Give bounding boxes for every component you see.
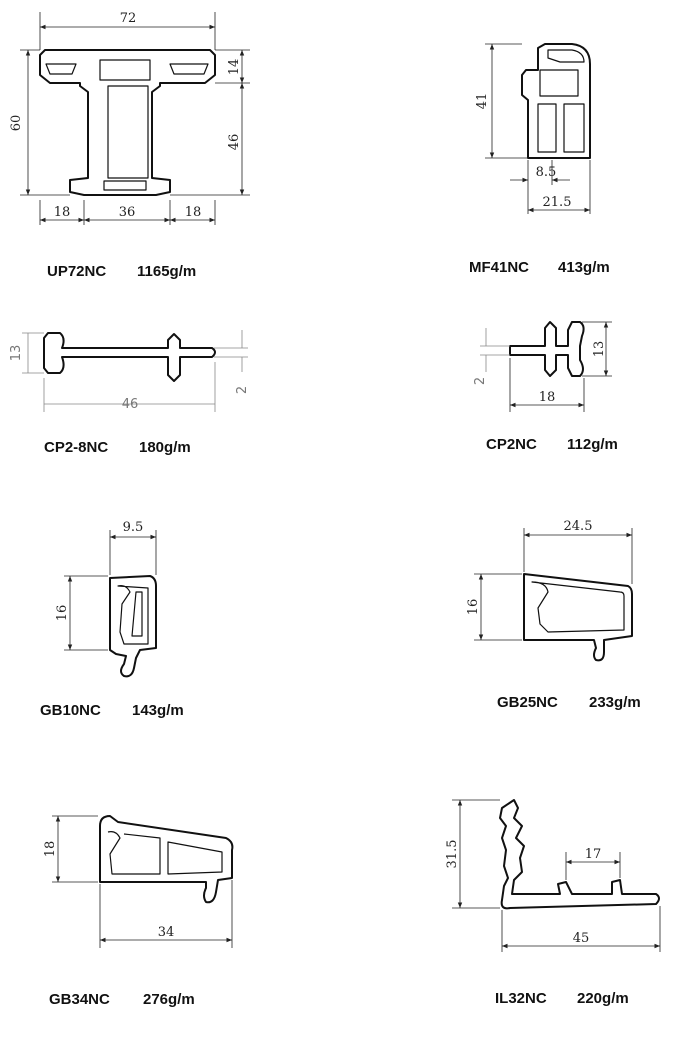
dim-left: 18 [54, 205, 71, 220]
profile-gb25nc-drawing [523, 573, 633, 662]
profile-up72nc-dimensions: 72 14 60 46 18 36 18 [9, 11, 250, 225]
dim-flange: 14 [227, 59, 242, 76]
profile-weight: 220g/m [577, 990, 629, 1007]
profile-il32nc-drawing [499, 799, 660, 910]
profile-cp2-8nc: 13 46 2 CP2-8NC 180g/m [9, 330, 250, 456]
profile-gb34nc-dimensions: 18 34 [43, 815, 233, 948]
profile-code: GB10NC [40, 702, 101, 719]
dim-width: 72 [120, 11, 137, 26]
profile-cp2nc-dimensions: 13 2 18 [473, 321, 612, 412]
profile-weight: 413g/m [558, 259, 610, 276]
dim-height: 60 [9, 115, 24, 132]
profile-gb10nc: 9.5 16 GB10NC 143g/m [40, 520, 184, 719]
profile-gb25nc: 24.5 16 GB25NC 233g/m [466, 519, 641, 711]
dim-height: 31.5 [445, 840, 460, 869]
profile-weight: 112g/m [567, 436, 618, 453]
dim-thickness: 2 [235, 386, 250, 394]
dim-height: 16 [466, 599, 481, 616]
dim-width: 34 [158, 925, 175, 940]
profile-code: CP2-8NC [44, 439, 108, 456]
profile-code: UP72NC [47, 263, 106, 280]
profile-cp2-8nc-drawing [43, 332, 216, 382]
profile-weight: 1165g/m [137, 263, 196, 280]
dim-lip: 8.5 [536, 165, 557, 180]
profile-cp2nc-drawing [509, 321, 585, 377]
profile-code: IL32NC [495, 990, 547, 1007]
profile-il32nc-dimensions: 31.5 17 45 [445, 799, 661, 952]
dim-channel: 17 [585, 847, 602, 862]
dim-height: 13 [9, 345, 24, 362]
profile-gb25nc-dimensions: 24.5 16 [466, 519, 633, 641]
dim-width: 9.5 [123, 520, 144, 535]
profile-weight: 180g/m [139, 439, 191, 456]
dim-width: 45 [573, 931, 590, 946]
dim-width: 21.5 [543, 195, 572, 210]
dim-width: 46 [122, 397, 139, 412]
dim-web: 46 [227, 134, 242, 151]
profile-weight: 233g/m [589, 694, 641, 711]
profile-gb10nc-drawing [109, 575, 157, 678]
dim-right: 18 [185, 205, 202, 220]
dim-width: 18 [539, 390, 556, 405]
profile-code: GB34NC [49, 991, 110, 1008]
profile-up72nc-drawing [39, 49, 216, 196]
profile-mf41nc-dimensions: 41 8.5 21.5 [475, 43, 591, 214]
dim-height: 18 [43, 841, 58, 858]
profile-code: GB25NC [497, 694, 558, 711]
dim-height: 13 [592, 341, 607, 358]
dim-width: 24.5 [564, 519, 593, 534]
profile-cp2nc: 13 2 18 CP2NC 112g/m [473, 321, 618, 453]
profile-weight: 143g/m [132, 702, 184, 719]
profile-mf41nc: 41 8.5 21.5 MF41NC 413g/m [469, 43, 610, 276]
profile-gb34nc-drawing [99, 815, 234, 904]
dim-thickness: 2 [473, 377, 488, 385]
profile-mf41nc-drawing [521, 43, 591, 159]
dim-height: 16 [55, 605, 70, 622]
profile-cp2-8nc-dimensions: 13 46 2 [9, 330, 250, 412]
profile-weight: 276g/m [143, 991, 195, 1008]
dim-height: 41 [475, 93, 490, 110]
profile-code: MF41NC [469, 259, 529, 276]
profile-il32nc: 31.5 17 45 IL32NC 220g/m [445, 799, 661, 1007]
profile-gb34nc: 18 34 GB34NC 276g/m [43, 815, 234, 1008]
profile-code: CP2NC [486, 436, 537, 453]
profile-gb10nc-dimensions: 9.5 16 [55, 520, 157, 651]
dim-center: 36 [119, 205, 136, 220]
profile-up72nc: 72 14 60 46 18 36 18 UP72NC 1165g/m [9, 11, 250, 280]
